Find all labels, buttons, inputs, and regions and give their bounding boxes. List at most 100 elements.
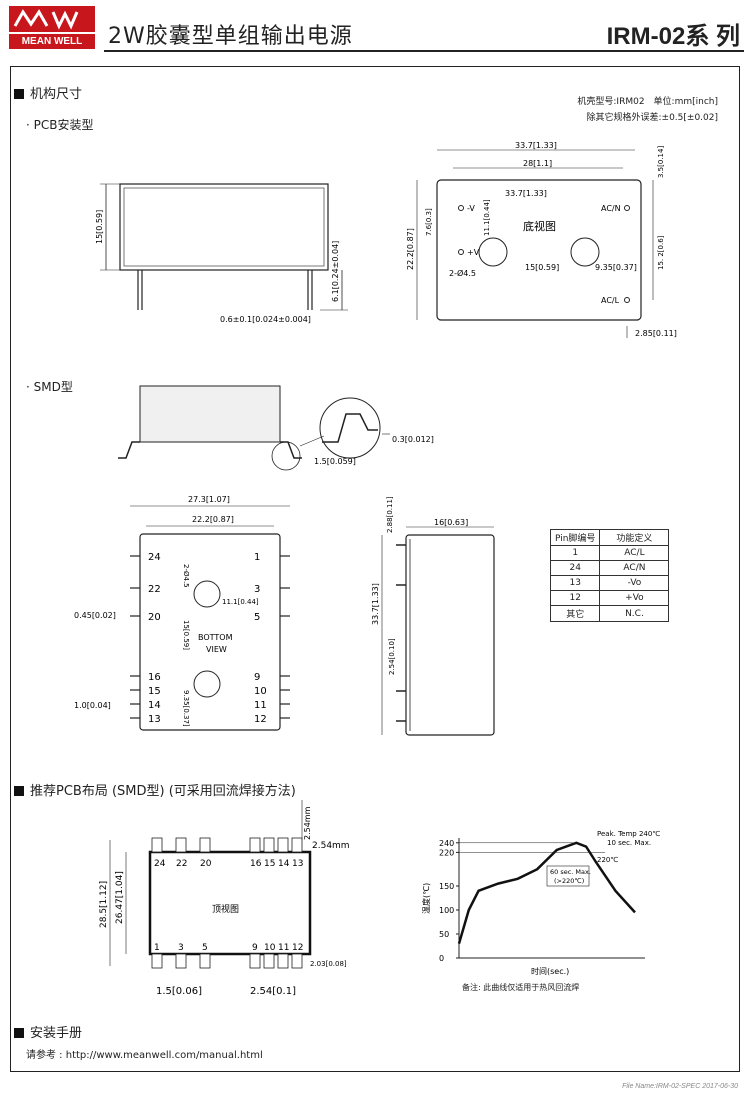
annot-220: 220℃ [597, 856, 618, 864]
pcb-pin-label: 16 [250, 859, 262, 869]
header-rule [104, 50, 744, 52]
func-cell: AC/N [599, 560, 670, 576]
hole-label: 2-Ø4.5 [449, 268, 476, 278]
pin-cell: 12 [549, 590, 601, 606]
pcb-mount-label: · PCB安装型 [26, 118, 94, 132]
func-cell: AC/L [599, 545, 670, 561]
annot-box [546, 865, 590, 887]
section-mech-title: 机构尺寸 [14, 83, 82, 102]
page-title: 2W胶囊型单组输出电源 [108, 24, 353, 49]
pcb-pin-label: 20 [200, 859, 212, 869]
dim-152: 15. 2[0.6] [657, 235, 665, 270]
func-cell: -Vo [599, 575, 670, 591]
y-tick-label: 0 [439, 954, 444, 963]
dim-111: 11.1[0.44] [483, 199, 491, 236]
case-info: 机壳型号:IRM02 单位:mm[inch] 除其它规格外误差:±0.5[±0.… [577, 94, 718, 123]
y-tick-label: 100 [439, 906, 454, 915]
smd-bottom-view: 27.3[1.07] 22.2[0.87] 2-Ø4.5 11.1[0.44] … [74, 495, 290, 731]
pin-label: 22 [148, 584, 161, 595]
pcb-pin-label: 11 [278, 943, 289, 953]
dim-254mm: 2.54mm [312, 841, 350, 851]
dim-935-smd: 9.35[0.37] [182, 690, 190, 727]
pcb-pin-label: 12 [292, 943, 303, 953]
table-row: Pin脚编号 功能定义 [549, 529, 670, 546]
pcb-bottom-view: 33.7[1.33] 28[1.1] 3.5[0.14] 22.2[0.87] … [406, 141, 677, 338]
content-frame [10, 66, 740, 1072]
tolerance-label: 除其它规格外误差:±0.5[±0.02] [586, 113, 719, 123]
annot-peak: Peak. Temp 240℃ [597, 830, 660, 838]
pin-label: 15 [148, 686, 161, 697]
bottom-label: BOTTOM [198, 633, 233, 642]
dim-15-pcb: 1.5[0.06] [156, 986, 202, 997]
dim-111-smd: 11.1[0.44] [222, 598, 259, 606]
dim-28: 28[1.1] [523, 159, 552, 168]
pin-label: 5 [254, 612, 260, 623]
pin-label: 14 [148, 700, 161, 711]
dim-285: 28.5[1.12] [99, 881, 109, 928]
pcb-pin-label: 10 [264, 943, 276, 953]
dim-15059: 15[0.59] [182, 620, 190, 650]
func-cell: N.C. [599, 605, 670, 622]
pcb-pin-label: 15 [264, 859, 275, 869]
func-cell: +Vo [599, 590, 670, 606]
manual-link[interactable]: 请参考 : http://www.meanwell.com/manual.htm… [26, 1050, 263, 1061]
dim-222: 22.2[0.87] [406, 228, 415, 270]
dim-288: 2.88[0.11] [386, 496, 394, 533]
pin-pos-v: +V [467, 248, 480, 257]
pin-label: 9 [254, 672, 260, 683]
section-bullet-icon [14, 1028, 24, 1038]
dim-15-smd: 1.5[0.059] [314, 457, 356, 466]
reflow-note: 备注: 此曲线仅适用于热风回流焊 [462, 983, 580, 992]
dim-337-inner: 33.7[1.33] [505, 189, 547, 198]
pcb-pin-label: 5 [202, 943, 208, 953]
pin-cell: 13 [549, 575, 601, 591]
logo-text: MEAN WELL [9, 34, 95, 49]
y-tick-label: 220 [439, 848, 454, 857]
pad-row-top [151, 837, 303, 853]
pin-label: 13 [148, 714, 161, 725]
file-name-footer: File Name:IRM-02-SPEC 2017-06-30 [622, 1083, 738, 1090]
smd-profile-view: 2.88[0.11] 16[0.63] 33.7[1.33] 2.54[0.10… [371, 496, 495, 736]
section-bullet-icon [14, 89, 24, 99]
dim-15-w: 15[0.59] [525, 263, 559, 272]
y-axis-label: 温度(℃) [421, 883, 431, 914]
case-label: 机壳型号:IRM02 单位:mm[inch] [577, 97, 718, 107]
pin-label: 1 [254, 552, 260, 563]
pcb-side-view: 15[0.59] 6.1[0.24±0.04] 0.6±0.1[0.024±0.… [95, 183, 348, 324]
dim-203: 2.03[0.08] [310, 960, 347, 968]
dim-337: 33.7[1.33] [515, 141, 557, 150]
y-tick-label: 50 [439, 930, 449, 939]
reflow-curve [457, 841, 636, 944]
hole-smd: 2-Ø4.5 [182, 564, 190, 588]
annot-box-line2: (>220℃) [554, 877, 584, 885]
dim-935: 9.35[0.37] [595, 263, 637, 272]
annot-box-line1: 60 sec. Max. [550, 868, 591, 876]
dim-045: 0.45[0.02] [74, 611, 116, 620]
y-tick-label: 150 [439, 882, 454, 891]
pcb-pin-label: 9 [252, 943, 258, 953]
pcb-layout-view: 顶视图 2.54mm 2.54mm 28.5[1.12] 26.47[1.04]… [99, 800, 350, 997]
pin-neg-v: -V [467, 204, 475, 213]
section-manual-title: 安装手册 [14, 1022, 82, 1041]
pcb-pin-label: 24 [154, 859, 166, 869]
section-pcb-title: 推荐PCB布局 (SMD型) (可采用回流焊接方法) [14, 780, 296, 799]
pcb-pin-label: 1 [154, 943, 160, 953]
pin-acl: AC/L [601, 296, 620, 305]
dim-03: 0.3[0.012] [392, 435, 434, 444]
pcb-pin-label: 13 [292, 859, 303, 869]
annot-peak2: 10 sec. Max. [607, 839, 651, 847]
y-tick-label: 240 [439, 839, 454, 848]
dim-337-smd: 33.7[1.33] [371, 583, 380, 625]
section-bullet-icon [14, 786, 24, 796]
table-row: 12+Vo [549, 590, 670, 606]
mw-wave-icon [9, 6, 95, 32]
pcb-top-view-label: 顶视图 [212, 903, 239, 915]
pin-label: 11 [254, 700, 267, 711]
x-axis-label: 时间(sec.) [531, 966, 569, 976]
pin-table-header: 功能定义 [599, 529, 670, 546]
pin-label: 20 [148, 612, 161, 623]
